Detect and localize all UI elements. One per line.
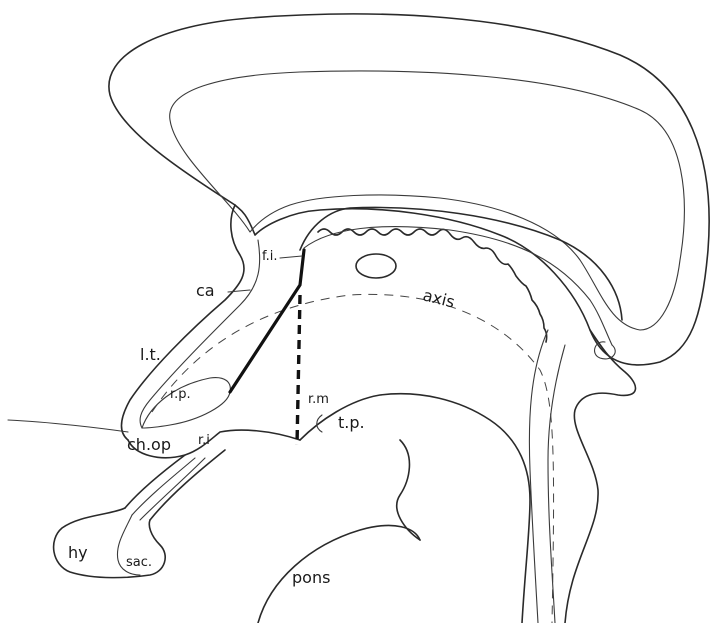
tuber-floor bbox=[300, 394, 530, 623]
ca-leader bbox=[228, 290, 250, 292]
axis-line bbox=[152, 294, 554, 623]
label-tp: t.p. bbox=[338, 413, 365, 432]
label-fi: f.i. bbox=[262, 249, 278, 264]
label-rp: r.p. bbox=[170, 387, 191, 402]
choroid-plexus bbox=[318, 229, 547, 342]
preoptic-recess bbox=[142, 378, 230, 428]
label-lt: l.t. bbox=[140, 345, 161, 364]
brainstem-outer bbox=[565, 330, 635, 623]
label-pons: pons bbox=[292, 568, 330, 587]
corpus-callosum-outline bbox=[109, 14, 709, 365]
infundibulum-outer bbox=[125, 455, 185, 508]
intermediate-mass bbox=[356, 254, 396, 278]
infundibulum-inner-a bbox=[132, 458, 195, 515]
lamina-terminalis-inner bbox=[140, 240, 260, 428]
label-ca: ca bbox=[196, 281, 215, 300]
mammillary-bulge bbox=[397, 440, 420, 540]
fornix-outline bbox=[300, 207, 622, 320]
anterior-commissure-wall bbox=[121, 205, 244, 440]
label-sac: sac. bbox=[126, 555, 152, 570]
infundibulum-inner-c bbox=[150, 450, 225, 520]
foramen-interventricular-line bbox=[230, 250, 304, 392]
label-hy: hy bbox=[68, 543, 88, 562]
base-line bbox=[8, 420, 128, 432]
label-rm: r.m bbox=[308, 392, 329, 407]
label-chop: ch.op bbox=[127, 435, 171, 454]
infundibulum-inner-b bbox=[140, 458, 205, 520]
aqueduct-wall-b bbox=[529, 330, 548, 623]
aqueduct-wall-a bbox=[548, 345, 565, 623]
label-axis: axis bbox=[421, 285, 457, 311]
label-ri: r.i bbox=[198, 433, 210, 448]
fi-leader bbox=[280, 256, 302, 258]
pons-outline bbox=[258, 525, 420, 623]
mammillary-vertical-line bbox=[297, 295, 300, 445]
